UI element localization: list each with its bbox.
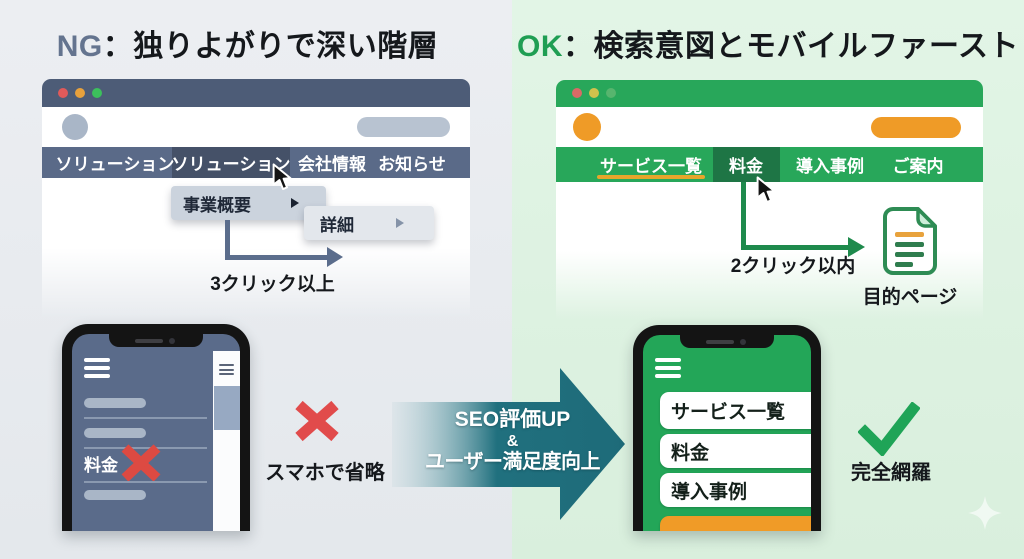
mobile-menu-services[interactable]: サービス一覧	[660, 392, 811, 429]
submenu: 詳細	[304, 206, 434, 240]
submenu-arrow-icon	[396, 218, 404, 228]
ok-caption: 完全網羅	[851, 462, 931, 484]
minimize-icon[interactable]	[75, 88, 85, 98]
zoom-icon[interactable]	[606, 88, 616, 98]
ok-browser-window: サービス一覧 料金 導入事例 ご案内	[556, 80, 983, 320]
ng-browser-window: ソリューション ソリューション 会社情報 お知らせ	[42, 79, 470, 318]
ok-navbar: サービス一覧 料金 導入事例 ご案内	[556, 147, 983, 182]
mobile-menu-case-studies[interactable]: 導入事例	[660, 473, 811, 507]
cta-button-placeholder[interactable]	[871, 117, 961, 138]
close-icon[interactable]	[58, 88, 68, 98]
ng-clicks-label: 3クリック以上	[210, 274, 335, 295]
hamburger-menu-icon	[655, 366, 681, 370]
nav-item-guide[interactable]: ご案内	[892, 157, 944, 176]
ok-phone-screen: サービス一覧 料金 導入事例	[643, 335, 811, 531]
arrow-line-2: &	[506, 432, 519, 450]
ok-title-text: ：検索意図とモバイルファースト	[563, 30, 1019, 63]
hamburger-menu-icon[interactable]	[84, 358, 110, 362]
ng-caption: スマホで省略	[265, 462, 385, 484]
cross-icon	[295, 400, 339, 442]
click-path-arrowhead	[848, 237, 865, 257]
nav-item-pricing[interactable]: 料金	[729, 157, 763, 176]
ng-label: NG	[56, 30, 103, 63]
close-icon[interactable]	[572, 88, 582, 98]
site-logo-placeholder	[573, 113, 601, 141]
scrollbar-thumb[interactable]	[214, 386, 240, 430]
submenu-arrow-icon	[291, 198, 299, 208]
click-path-line	[741, 182, 746, 249]
nav-item-news[interactable]: お知らせ	[378, 155, 446, 174]
click-path-line	[741, 245, 850, 250]
menu-item-placeholder[interactable]	[84, 398, 146, 408]
hamburger-menu-icon	[655, 374, 681, 378]
speaker-icon	[135, 339, 163, 343]
ng-browser-toolbar	[42, 107, 470, 147]
ng-navbar: ソリューション ソリューション 会社情報 お知らせ	[42, 147, 470, 178]
cross-icon	[121, 444, 161, 482]
camera-icon	[169, 338, 175, 344]
ok-title: OK：検索意図とモバイルファースト	[512, 21, 1024, 65]
ng-title: NG：独りよがりで深い階層	[20, 21, 475, 65]
menu-item-placeholder[interactable]	[84, 490, 146, 500]
price-menu-label[interactable]: 料金	[84, 456, 118, 475]
window-controls	[572, 88, 616, 98]
ok-browser-titlebar	[556, 80, 983, 107]
click-path-line	[225, 220, 230, 259]
arrow-line-3: ユーザー満足度向上	[424, 451, 601, 474]
site-logo-placeholder	[62, 114, 88, 140]
cursor-icon	[756, 176, 776, 204]
dropdown-menu: 事業概要	[171, 186, 326, 220]
ok-phone: サービス一覧 料金 導入事例	[633, 325, 821, 531]
active-underline	[597, 175, 705, 179]
divider	[84, 447, 207, 449]
submenu-item-details[interactable]: 詳細	[320, 215, 354, 235]
nav-item-company-info[interactable]: 会社情報	[298, 155, 366, 174]
click-path-arrowhead	[327, 247, 343, 267]
arrow-line-1: SEO評価UP	[454, 408, 571, 431]
nav-item-solution-2[interactable]: ソリューション	[171, 155, 291, 174]
header-button-placeholder[interactable]	[357, 117, 450, 137]
ok-browser-toolbar	[556, 107, 983, 147]
hamburger-menu-icon[interactable]	[219, 364, 234, 366]
hamburger-menu-icon	[219, 368, 234, 371]
mobile-menu-cta[interactable]	[660, 516, 811, 531]
divider	[84, 417, 207, 419]
mobile-menu-pricing[interactable]: 料金	[660, 434, 811, 468]
transition-arrow	[392, 368, 625, 520]
nav-item-solution-1[interactable]: ソリューション	[55, 155, 175, 174]
divider	[84, 481, 207, 483]
nav-active-highlight	[172, 147, 290, 178]
collapsed-sidebar	[213, 351, 240, 531]
check-icon	[858, 402, 920, 456]
ng-title-text: ：独りよがりで深い階層	[102, 30, 439, 63]
hamburger-menu-icon	[84, 366, 110, 370]
ng-phone: 料金	[62, 324, 250, 531]
window-controls	[58, 88, 102, 98]
hamburger-menu-icon	[84, 374, 110, 378]
zoom-icon[interactable]	[92, 88, 102, 98]
speaker-icon	[706, 340, 734, 344]
target-page-label: 目的ページ	[862, 287, 958, 308]
menu-item-placeholder[interactable]	[84, 428, 146, 438]
sparkle-icon	[968, 496, 1002, 530]
transition-arrow-text: SEO評価UP & ユーザー満足度向上	[420, 408, 605, 474]
nav-item-case-studies[interactable]: 導入事例	[796, 157, 864, 176]
hamburger-menu-icon	[219, 373, 234, 375]
phone-notch	[680, 335, 774, 348]
hamburger-menu-icon[interactable]	[655, 358, 681, 362]
cursor-icon	[272, 163, 292, 191]
ok-label: OK	[517, 30, 563, 63]
minimize-icon[interactable]	[589, 88, 599, 98]
ng-phone-screen: 料金	[72, 334, 240, 531]
phone-notch	[109, 334, 203, 347]
ok-clicks-label: 2クリック以内	[730, 256, 856, 277]
click-path-line	[225, 255, 328, 260]
camera-icon	[740, 339, 746, 345]
document-icon	[883, 207, 937, 275]
nav-active-highlight	[713, 147, 780, 182]
ng-browser-titlebar	[42, 79, 470, 107]
nav-item-services[interactable]: サービス一覧	[600, 157, 702, 176]
dropdown-item-business-overview[interactable]: 事業概要	[183, 195, 251, 215]
